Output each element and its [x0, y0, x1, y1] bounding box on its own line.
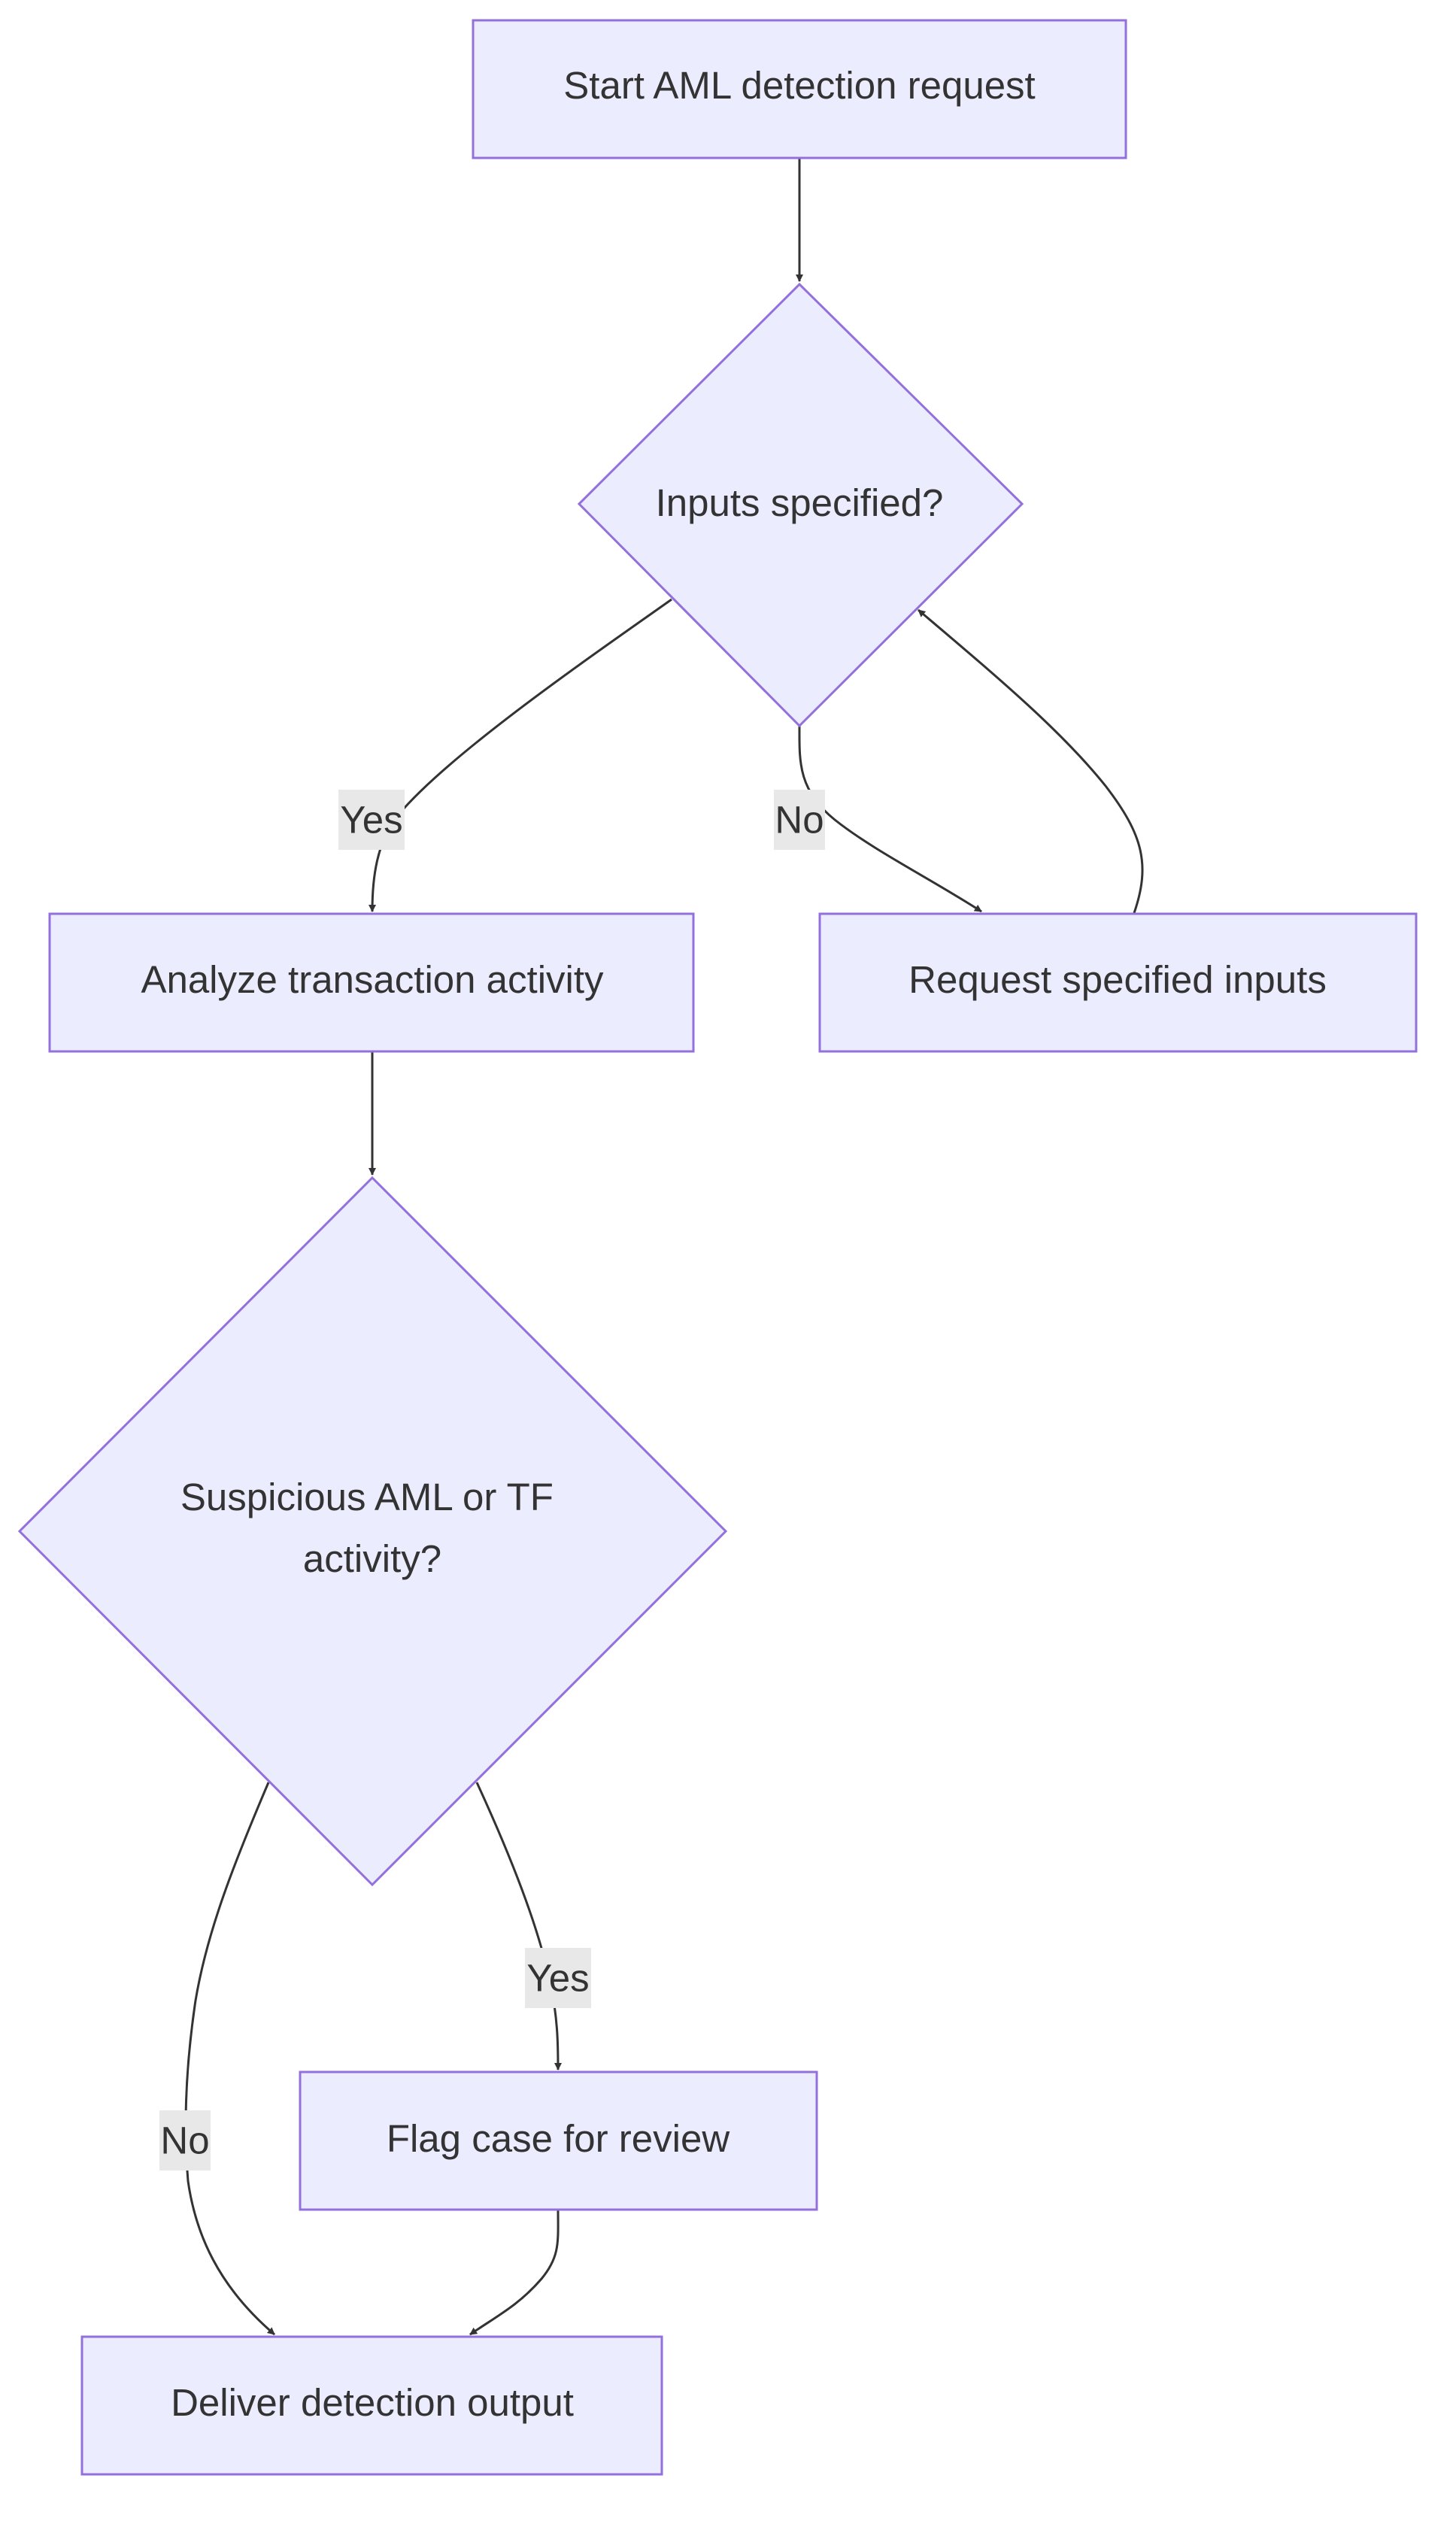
edge-inputs-no [798, 725, 982, 913]
node-suspicious-check: Suspicious AML or TF activity? [17, 1176, 728, 1887]
edge-labels: Yes No Yes No [159, 790, 825, 2171]
node-request-inputs: Request specified inputs [818, 912, 1418, 1053]
node-start-text: Start AML detection request [563, 64, 1035, 107]
edge-request-back [918, 608, 1144, 914]
edge-inputs-yes [369, 598, 672, 912]
label-inputs-yes-text: Yes [340, 799, 402, 842]
node-deliver-text: Deliver detection output [171, 2381, 574, 2424]
label-inputs-no: No [774, 790, 825, 850]
node-flag-case-line-1: Flag case for review [387, 2117, 730, 2160]
node-analyze: Analyze transaction activity [48, 912, 695, 1053]
label-inputs-yes: Yes [338, 790, 405, 850]
node-start-line-1: Start AML detection request [563, 64, 1035, 107]
node-analyze-line-1: Analyze transaction activity [141, 958, 604, 1001]
node-suspicious-check-text: Suspicious AML or TF activity? [180, 1476, 564, 1580]
node-flag-case: Flag case for review [299, 2070, 818, 2211]
node-flag-case-text: Flag case for review [387, 2117, 730, 2160]
node-suspicious-check-line-2: activity? [303, 1537, 441, 1580]
label-suspicious-yes-text: Yes [526, 1957, 589, 2000]
node-inputs-check-text: Inputs specified? [656, 481, 944, 524]
node-start: Start AML detection request [472, 19, 1127, 159]
node-suspicious-check-line-1: Suspicious AML or TF [180, 1476, 554, 1518]
nodes: Start AML detection request Inputs speci… [17, 19, 1418, 2476]
node-inputs-check: Inputs specified? [577, 282, 1024, 728]
label-suspicious-yes: Yes [525, 1948, 591, 2008]
edge-suspicious-no [184, 1782, 275, 2336]
node-request-inputs-line-1: Request specified inputs [908, 958, 1327, 1001]
edge-flag-to-deliver [469, 2209, 560, 2336]
label-suspicious-no-text: No [160, 2119, 209, 2162]
edge-suspicious-yes [475, 1782, 562, 2070]
label-suspicious-no: No [159, 2110, 211, 2171]
label-inputs-no-text: No [775, 799, 824, 842]
node-deliver-line-1: Deliver detection output [171, 2381, 574, 2424]
node-deliver: Deliver detection output [80, 2335, 663, 2476]
node-inputs-check-line-1: Inputs specified? [656, 481, 944, 524]
node-analyze-text: Analyze transaction activity [141, 958, 604, 1001]
node-request-inputs-text: Request specified inputs [908, 958, 1327, 1001]
